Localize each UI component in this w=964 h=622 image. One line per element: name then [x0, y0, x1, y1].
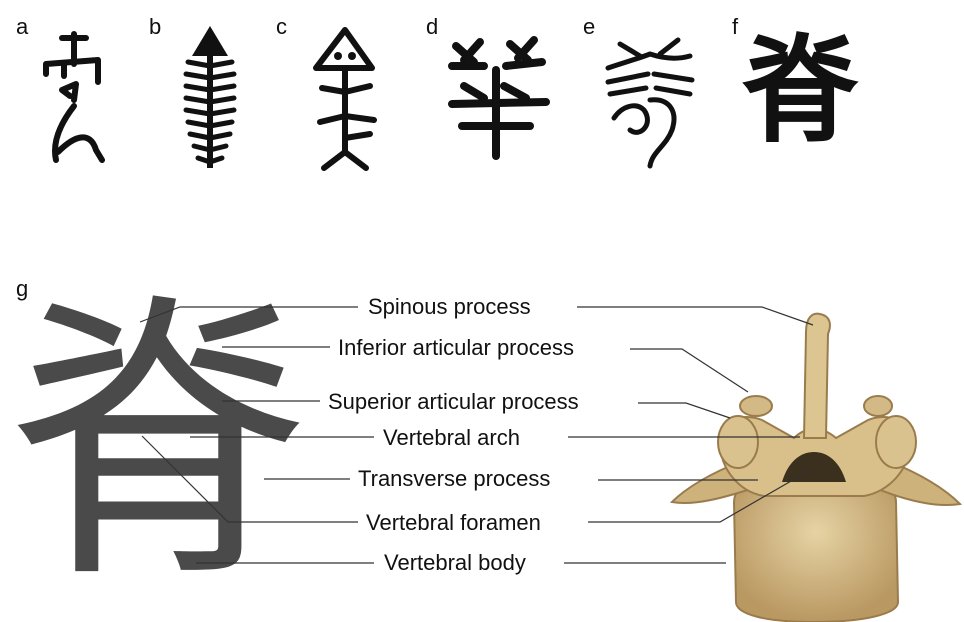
label-inferior-articular-process: Inferior articular process [338, 335, 574, 361]
label-vertebral-body: Vertebral body [384, 550, 526, 576]
label-spinous-process: Spinous process [368, 294, 531, 320]
label-vertebral-foramen: Vertebral foramen [366, 510, 541, 536]
label-superior-articular-process: Superior articular process [328, 389, 579, 415]
label-transverse-process: Transverse process [358, 466, 550, 492]
label-vertebral-arch: Vertebral arch [383, 425, 520, 451]
